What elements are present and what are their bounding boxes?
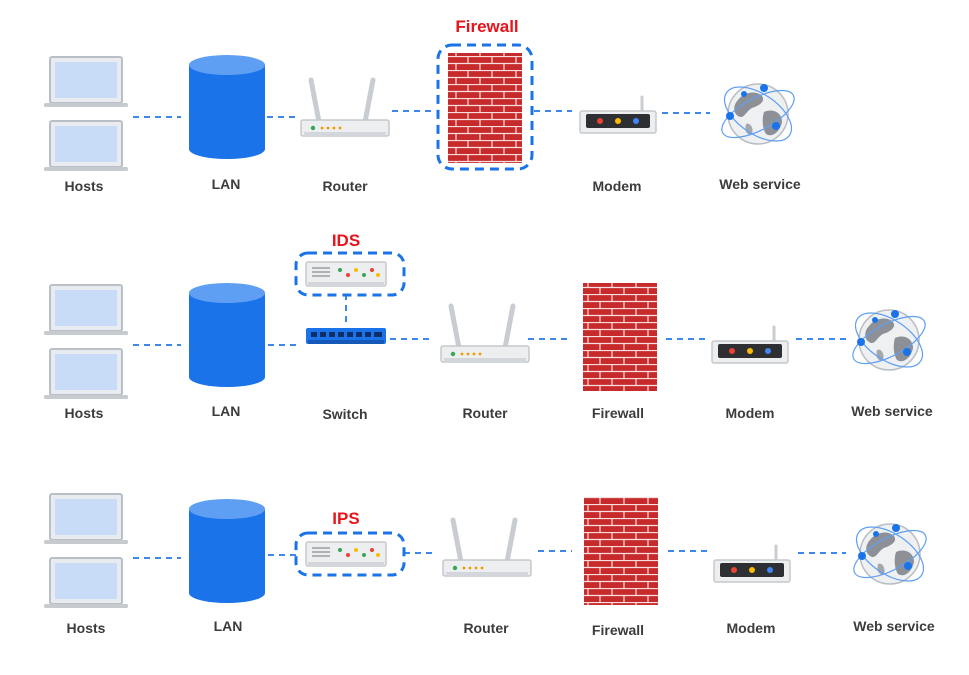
router-device	[443, 520, 531, 576]
label-lan: LAN	[213, 618, 243, 634]
row-3	[43, 493, 934, 609]
label-lan: LAN	[211, 176, 241, 192]
lan-database	[189, 55, 265, 159]
switch-device	[306, 328, 386, 344]
highlight-border	[436, 43, 534, 171]
hosts-laptop-bottom	[43, 348, 129, 400]
hosts-laptop-top	[43, 493, 129, 545]
highlight-label-firewall: Firewall	[455, 17, 519, 36]
ids-appliance	[294, 251, 406, 297]
firewall-wall	[436, 43, 534, 171]
hosts-laptop-top	[43, 56, 129, 108]
label-firewall: Firewall	[591, 622, 645, 638]
highlight-label-ids: IDS	[331, 231, 361, 250]
connectors	[133, 110, 710, 118]
label-modem: Modem	[726, 620, 776, 636]
label-hosts: Hosts	[64, 178, 104, 194]
highlight-border	[294, 531, 406, 577]
router-device	[301, 80, 389, 136]
label-web-service: Web service	[719, 176, 801, 192]
label-router: Router	[462, 405, 508, 421]
hosts-laptop-top	[43, 284, 129, 336]
firewall-wall	[584, 497, 658, 605]
hosts-laptop-bottom	[43, 557, 129, 609]
label-web-service: Web service	[851, 403, 933, 419]
label-modem: Modem	[592, 178, 642, 194]
label-lan: LAN	[211, 403, 241, 419]
modem-device	[710, 325, 790, 365]
connectors	[133, 294, 846, 346]
router-device	[441, 306, 529, 362]
highlight-border	[294, 251, 406, 297]
label-switch: Switch	[322, 406, 368, 422]
globe-icon	[846, 515, 934, 593]
connectors	[133, 550, 846, 559]
label-router: Router	[322, 178, 368, 194]
row-1	[43, 43, 802, 172]
firewall-wall	[583, 283, 657, 391]
modem-device	[712, 544, 792, 584]
label-modem: Modem	[725, 405, 775, 421]
lan-database	[189, 283, 265, 387]
label-hosts: Hosts	[66, 620, 106, 636]
label-hosts: Hosts	[64, 405, 104, 421]
label-firewall: Firewall	[591, 405, 645, 421]
globe-icon	[845, 301, 933, 379]
label-web-service: Web service	[853, 618, 935, 634]
globe-icon	[714, 75, 802, 153]
hosts-laptop-bottom	[43, 120, 129, 172]
highlight-label-ips: IPS	[332, 509, 360, 528]
modem-device	[578, 95, 658, 135]
ips-appliance	[294, 531, 406, 577]
lan-database	[189, 499, 265, 603]
row-2	[43, 251, 933, 400]
label-router: Router	[463, 620, 509, 636]
